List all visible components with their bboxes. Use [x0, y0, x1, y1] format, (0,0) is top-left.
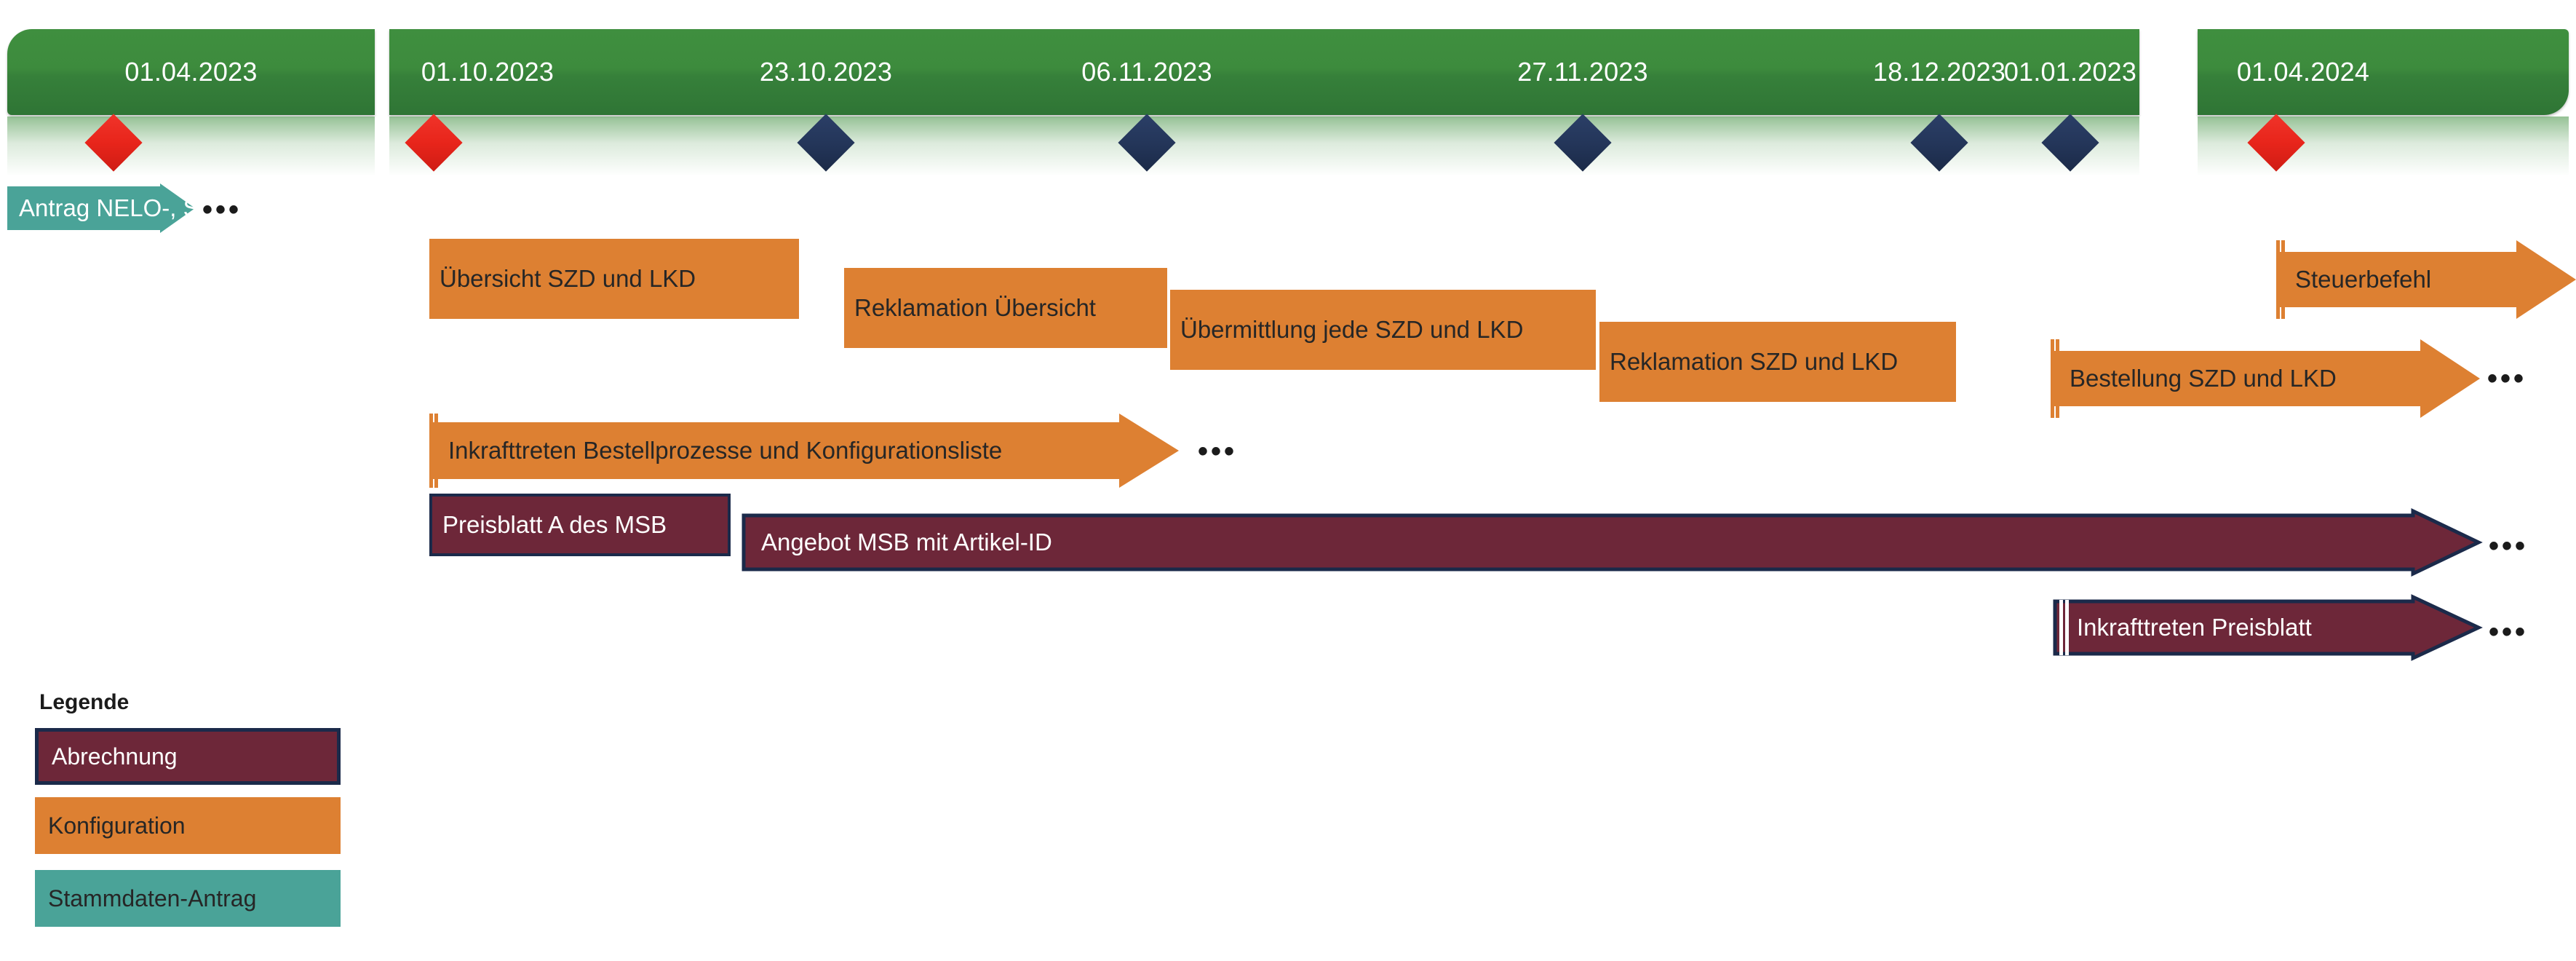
bar-reklamation-uebersicht[interactable]: Reklamation Übersicht — [844, 268, 1167, 348]
bar-label-antrag-nelo-sr-tr-id: Antrag NELO-, SR-, TR-ID — [19, 194, 302, 221]
legend-item-abrechnung[interactable]: Abrechnung — [35, 728, 341, 785]
timeline-segment-3 — [2198, 29, 2569, 115]
ellipsis-inkrafttreten-bestellprozesse: ••• — [1198, 435, 1238, 467]
bar-antrag-nelo-sr-tr-id[interactable]: Antrag NELO-, SR-, TR-ID — [7, 183, 301, 233]
timeline-date-label-01-10-2023: 01.10.2023 — [421, 57, 554, 87]
legend-item-stammdaten-antrag[interactable]: Stammdaten-Antrag — [35, 870, 341, 927]
bar-label-inkrafttreten-preisblatt: Inkrafttreten Preisblatt — [2077, 614, 2312, 641]
bar-label-inkrafttreten-bestellprozesse: Inkrafttreten Bestellprozesse und Konfig… — [448, 437, 1003, 464]
ellipsis-inkrafttreten-preisblatt: ••• — [2489, 616, 2529, 648]
bar-uebersicht-szd-und-lkd[interactable]: Übersicht SZD und LKD — [429, 239, 799, 319]
timeline-date-label-18-12-2023: 18.12.2023 — [1872, 57, 2006, 87]
bar-bestellung-szd-und-lkd[interactable]: Bestellung SZD und LKD — [2051, 339, 2480, 418]
timeline-break-divider-right — [2189, 29, 2193, 115]
bar-label-uebersicht-szd-und-lkd: Übersicht SZD und LKD — [440, 265, 696, 292]
bar-inkrafttreten-preisblatt[interactable]: Inkrafttreten Preisblatt — [2053, 594, 2483, 661]
bar-label-steuerbefehl: Steuerbefehl — [2295, 266, 2432, 293]
bar-angebot-msb-mit-artikel-id[interactable]: Angebot MSB mit Artikel-ID — [742, 508, 2483, 577]
timeline-date-label-23-10-2023: 23.10.2023 — [759, 57, 893, 87]
bar-label-reklamation-szd-und-lkd: Reklamation SZD und LKD — [1610, 348, 1899, 375]
bar-label-angebot-msb-mit-artikel-id: Angebot MSB mit Artikel-ID — [761, 529, 1052, 555]
bar-preisblatt-a-des-msb[interactable]: Preisblatt A des MSB — [429, 494, 731, 556]
bar-label-uebermittlung-jede-szd-und-lkd: Übermittlung jede SZD und LKD — [1180, 316, 1524, 343]
ellipsis-antrag-nelo-sr-tr-id: ••• — [202, 194, 242, 226]
bar-steuerbefehl[interactable]: Steuerbefehl — [2276, 240, 2576, 319]
legend-item-konfiguration[interactable]: Konfiguration — [35, 797, 341, 854]
legend-label-stammdaten-antrag: Stammdaten-Antrag — [48, 885, 257, 911]
timeline-date-label-01-04-2024: 01.04.2024 — [2236, 57, 2370, 87]
timeline-segment-1 — [7, 29, 375, 115]
timeline-break-ellipsis: ••• — [2150, 53, 2187, 85]
timeline-date-label-27-11-2023: 27.11.2023 — [1517, 57, 1648, 87]
legend-label-konfiguration: Konfiguration — [48, 812, 186, 839]
ellipsis-bestellung-szd-und-lkd: ••• — [2487, 363, 2527, 395]
timeline-date-label-06-11-2023: 06.11.2023 — [1081, 57, 1212, 87]
bar-label-bestellung-szd-und-lkd: Bestellung SZD und LKD — [2070, 365, 2337, 392]
legend-label-abrechnung: Abrechnung — [52, 743, 178, 770]
timeline-reflection-2 — [389, 116, 2139, 176]
bar-label-reklamation-uebersicht: Reklamation Übersicht — [854, 294, 1096, 321]
timeline-date-label-01-04-2023: 01.04.2023 — [124, 57, 258, 87]
legend-title: Legende — [39, 690, 130, 714]
timeline-reflection-1 — [7, 116, 375, 176]
timeline-segment-2 — [389, 29, 2139, 115]
bar-label-preisblatt-a-des-msb: Preisblatt A des MSB — [442, 511, 667, 538]
ellipsis-angebot-msb-mit-artikel-id: ••• — [2489, 530, 2529, 562]
timeline-break-divider-left — [2144, 29, 2148, 115]
bar-uebermittlung-jede-szd-und-lkd[interactable]: Übermittlung jede SZD und LKD — [1170, 290, 1596, 370]
timeline-date-label-01-01-2023: 01.01.2023 — [2003, 57, 2137, 87]
bar-inkrafttreten-bestellprozesse[interactable]: Inkrafttreten Bestellprozesse und Konfig… — [429, 414, 1179, 488]
bar-reklamation-szd-und-lkd[interactable]: Reklamation SZD und LKD — [1599, 322, 1956, 402]
